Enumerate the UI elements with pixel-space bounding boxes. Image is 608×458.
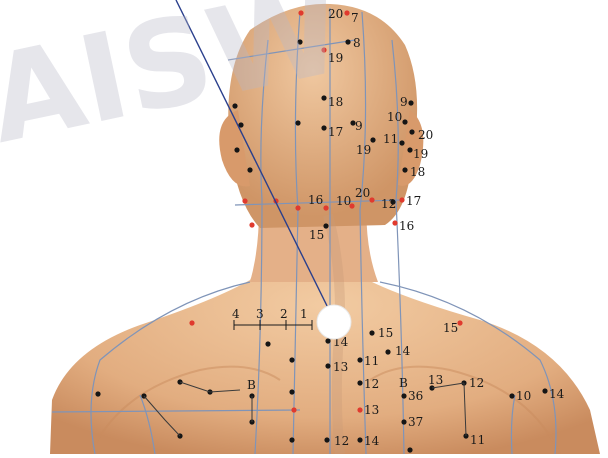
point-red [189, 320, 194, 325]
label-9-crown: 9 [355, 119, 363, 133]
point-red [392, 220, 397, 225]
point [369, 330, 374, 335]
label-17: 17 [328, 125, 343, 139]
point-red [295, 205, 300, 210]
scale-label-1: 1 [300, 307, 308, 321]
point-red [357, 407, 362, 412]
label-20-occiput: 20 [355, 186, 370, 200]
point [295, 120, 300, 125]
label-12-occiput: 12 [381, 197, 396, 211]
label-13-right: 13 [428, 373, 443, 387]
scale-label-4: 4 [232, 307, 240, 321]
label-12-right: 12 [469, 376, 484, 390]
label-B-left: B [247, 378, 256, 392]
point-red [399, 197, 404, 202]
point [401, 419, 406, 424]
label-15-shoulder: 15 [378, 326, 393, 340]
label-20-right: 20 [418, 128, 433, 142]
label-37: 37 [408, 415, 423, 429]
label-16-right: 16 [399, 219, 414, 233]
point [401, 393, 406, 398]
label-11: 11 [383, 132, 398, 146]
point [289, 357, 294, 362]
label-19-right: 19 [413, 147, 428, 161]
point [402, 167, 407, 172]
point [321, 125, 326, 130]
label-B-right: B [399, 376, 408, 390]
label-9-right: 9 [400, 95, 408, 109]
label-12-spine: 12 [364, 377, 379, 391]
point-red [291, 407, 296, 412]
label-19-crown: 19 [356, 143, 371, 157]
label-14-far-right: 14 [549, 387, 565, 401]
point [402, 119, 407, 124]
label-10-right: 10 [387, 110, 402, 124]
pointer-target-marker [317, 305, 351, 339]
label-11-back: 11 [470, 433, 485, 447]
label-36: 36 [408, 389, 423, 403]
label-13-spine: 13 [333, 360, 348, 374]
point [345, 39, 350, 44]
label-16-left: 16 [308, 193, 323, 207]
point [95, 391, 100, 396]
point-red [249, 222, 254, 227]
point [407, 447, 412, 452]
point [509, 393, 514, 398]
label-8: 8 [353, 36, 361, 50]
label-11-spine: 11 [364, 354, 379, 368]
point [357, 380, 362, 385]
label-13-lower: 13 [364, 403, 379, 417]
point [542, 388, 547, 393]
point [234, 147, 239, 152]
point [357, 357, 362, 362]
point [247, 167, 252, 172]
label-7: 7 [351, 11, 359, 25]
label-15-shoulder-right: 15 [443, 321, 458, 335]
point [357, 437, 362, 442]
point [289, 389, 294, 394]
label-18-right: 18 [410, 165, 425, 179]
point [324, 437, 329, 442]
point [408, 100, 413, 105]
point [407, 147, 412, 152]
point-red [242, 198, 247, 203]
label-14-bottom: 14 [364, 434, 380, 448]
point-red [323, 205, 328, 210]
label-12-bottom: 12 [334, 434, 349, 448]
scale-label-2: 2 [280, 307, 288, 321]
point [325, 338, 330, 343]
label-15-neck: 15 [309, 228, 324, 242]
point-red [344, 10, 349, 15]
point [325, 363, 330, 368]
label-14-right: 14 [395, 344, 411, 358]
scale-label-3: 3 [256, 307, 264, 321]
point [385, 349, 390, 354]
point [399, 140, 404, 145]
point [265, 341, 270, 346]
point [370, 137, 375, 142]
point [409, 129, 414, 134]
label-10-back: 10 [516, 389, 531, 403]
label-10-occiput: 10 [336, 194, 351, 208]
label-17-right: 17 [406, 194, 421, 208]
point [289, 437, 294, 442]
